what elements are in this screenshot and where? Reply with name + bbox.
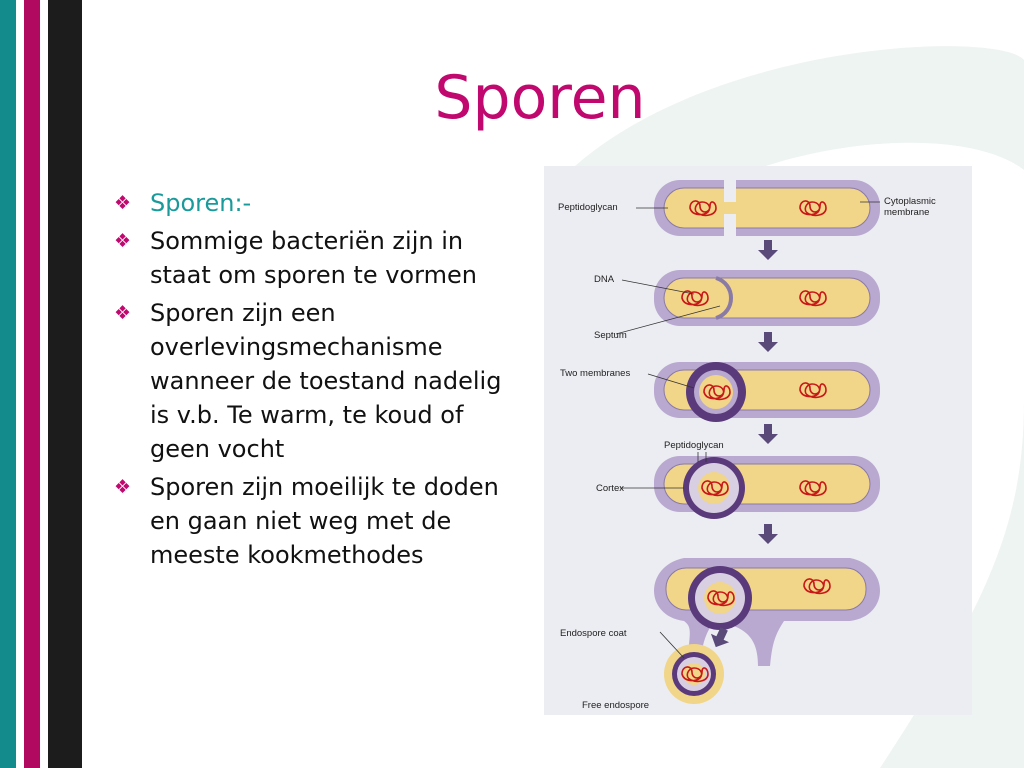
diamond-bullet-icon: ❖: [114, 476, 132, 498]
label-cortex: Cortex: [596, 483, 624, 494]
bullet-item-2: ❖ Sommige bacteriën zijn in staat om spo…: [112, 224, 512, 292]
label-cytoplasmic-membrane-text: Cytoplasmic: [884, 196, 936, 207]
bullet-text-4: Sporen zijn moeilijk te doden en gaan ni…: [150, 473, 499, 569]
diamond-bullet-icon: ❖: [114, 230, 132, 252]
stripe-teal: [0, 0, 16, 768]
slide-title: Sporen: [434, 63, 646, 133]
cell-stage-2: [654, 270, 880, 326]
cell-stage-1: [654, 178, 880, 238]
bullet-item-3: ❖ Sporen zijn een overlevingsmechanisme …: [112, 296, 512, 466]
label-cytoplasmic-membrane: Cytoplasmic membrane: [884, 196, 938, 218]
stripe-magenta: [24, 0, 40, 768]
stripe-dark: [48, 0, 82, 768]
label-peptidoglycan: Peptidoglycan: [558, 202, 618, 213]
stage-arrows: [710, 240, 778, 648]
label-two-membranes: Two membranes: [560, 368, 630, 379]
stripe-gap-1: [16, 0, 24, 768]
cell-stage-3: [654, 362, 880, 422]
stripe-gap-2: [40, 0, 48, 768]
label-free-endospore: Free endospore: [582, 700, 649, 711]
cell-stage-5: [654, 558, 880, 666]
bullet-item-4: ❖ Sporen zijn moeilijk te doden en gaan …: [112, 470, 512, 572]
diamond-bullet-icon: ❖: [114, 302, 132, 324]
label-cytoplasmic-membrane-line-2: membrane: [884, 207, 929, 218]
label-endospore-coat: Endospore coat: [560, 628, 627, 639]
bullet-text-2: Sommige bacteriën zijn in staat om spore…: [150, 227, 477, 289]
cell-stage-4: [654, 456, 880, 519]
bullet-text-3: Sporen zijn een overlevingsmechanisme wa…: [150, 299, 502, 463]
left-stripes: [0, 0, 84, 768]
label-leader-lines: [615, 201, 880, 659]
free-endospore-graphic: [664, 644, 724, 704]
bullet-item-1: ❖ Sporen:-: [112, 186, 512, 220]
diamond-bullet-icon: ❖: [114, 192, 132, 214]
bullet-list: ❖ Sporen:- ❖ Sommige bacteriën zijn in s…: [112, 186, 512, 576]
label-dna: DNA: [594, 274, 615, 285]
label-septum: Septum: [594, 330, 627, 341]
spore-formation-figure: Peptidoglycan Cytoplasmic membrane DNA S…: [544, 166, 972, 715]
label-peptidoglycan-2: Peptidoglycan: [664, 440, 724, 451]
bullet-text-1: Sporen:-: [150, 189, 252, 217]
